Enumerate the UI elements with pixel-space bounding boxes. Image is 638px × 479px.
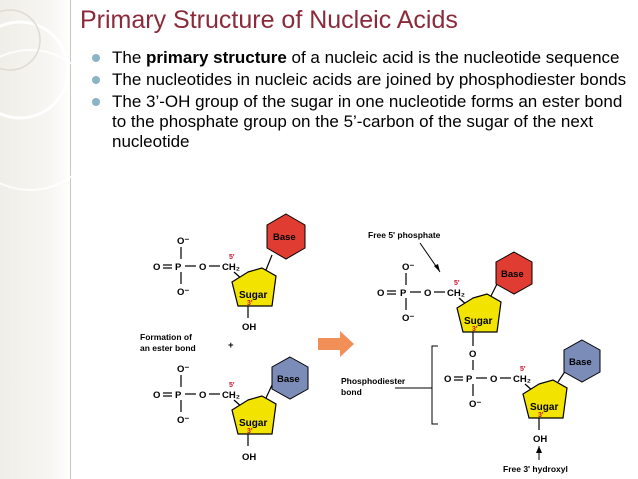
sugar-pentagon	[231, 267, 277, 307]
slide-title: Primary Structure of Nucleic Acids	[80, 6, 458, 34]
svg-text:O⁻: O⁻	[402, 313, 414, 324]
base-hexagon	[563, 339, 601, 383]
bullet-text: The nucleotides in nucleic acids are joi…	[112, 70, 627, 89]
base-hexagon	[271, 356, 309, 400]
free-3-hydroxyl-label: Free 3' hydroxyl	[503, 464, 568, 474]
svg-text:CH₂: CH₂	[222, 262, 240, 273]
svg-text:5': 5'	[454, 280, 460, 287]
svg-text:O: O	[469, 349, 476, 360]
svg-text:O: O	[199, 262, 206, 273]
formation-label: Formation of	[140, 332, 192, 342]
svg-text:O: O	[424, 288, 431, 299]
left-bottom-nucleotide: O⁻ O P O CH₂ 5' O⁻ Sugar 3' Base OH	[153, 356, 309, 463]
svg-text:O⁻: O⁻	[469, 399, 481, 410]
svg-text:Base: Base	[277, 374, 300, 385]
svg-text:O: O	[490, 374, 497, 385]
svg-text:OH: OH	[242, 322, 256, 333]
svg-text:O⁻: O⁻	[177, 287, 189, 298]
sugar-pentagon	[456, 293, 502, 333]
svg-text:CH₂: CH₂	[222, 390, 240, 401]
bullet-dot-icon	[92, 76, 100, 84]
decorative-panel	[0, 0, 72, 479]
svg-text:3': 3'	[472, 326, 478, 333]
svg-text:5': 5'	[229, 254, 235, 261]
formation-label: an ester bond	[140, 343, 196, 353]
svg-text:P: P	[175, 390, 182, 401]
right-bottom-nucleotide: O O P O CH₂ 5' O⁻ Sugar 3' Base OH	[444, 339, 601, 445]
svg-text:O: O	[153, 262, 160, 273]
sugar-pentagon	[522, 379, 568, 419]
svg-text:3': 3'	[247, 300, 253, 307]
svg-text:O: O	[153, 390, 160, 401]
svg-text:3': 3'	[247, 428, 253, 435]
left-top-nucleotide: O⁻ O P O CH₂ 5' O⁻ Sugar 3' Base OH	[153, 213, 306, 333]
svg-text:Sugar: Sugar	[464, 316, 492, 327]
svg-text:O: O	[444, 374, 451, 385]
svg-text:OH: OH	[533, 434, 547, 445]
bullet-text: The 3’-OH group of the sugar in one nucl…	[112, 92, 623, 151]
right-top-nucleotide: O⁻ O P O CH₂ 5' O⁻ Sugar 3' Base	[377, 251, 533, 346]
svg-text:O⁻: O⁻	[402, 262, 414, 273]
bullet-dot-icon	[92, 98, 100, 106]
bond-bracket	[431, 345, 438, 425]
phosphodiester-label: bond	[341, 387, 362, 397]
sugar-pentagon	[231, 395, 277, 435]
svg-text:O: O	[377, 288, 384, 299]
bullet-bold: primary structure	[146, 48, 287, 67]
bullet-text: of a nucleic acid is the nucleotide sequ…	[286, 48, 620, 67]
plus-sign: +	[228, 340, 234, 351]
svg-text:O: O	[199, 390, 206, 401]
bullet-dot-icon	[92, 54, 100, 62]
phosphodiester-label: Phosphodiester	[341, 376, 406, 386]
svg-text:3': 3'	[538, 412, 544, 419]
svg-text:Base: Base	[273, 232, 296, 243]
svg-text:Sugar: Sugar	[239, 418, 267, 429]
bullet-list: The primary structure of a nucleic acid …	[92, 48, 632, 154]
base-hexagon	[495, 251, 533, 295]
reaction-arrow-icon	[318, 331, 354, 357]
svg-text:Sugar: Sugar	[530, 402, 558, 413]
svg-text:5': 5'	[520, 366, 526, 373]
svg-text:OH: OH	[242, 452, 256, 463]
svg-text:Sugar: Sugar	[239, 290, 267, 301]
decorative-circles	[0, 9, 72, 191]
svg-text:Base: Base	[501, 269, 524, 280]
base-hexagon	[266, 213, 306, 260]
svg-text:CH₂: CH₂	[447, 288, 465, 299]
bullet-text: The	[112, 48, 147, 67]
svg-text:CH₂: CH₂	[513, 374, 531, 385]
svg-text:O⁻: O⁻	[177, 415, 189, 426]
svg-text:P: P	[466, 374, 473, 385]
svg-text:O⁻: O⁻	[177, 236, 189, 247]
svg-text:5': 5'	[229, 382, 235, 389]
svg-text:P: P	[175, 262, 182, 273]
free-5-phosphate-label: Free 5' phosphate	[368, 230, 441, 240]
svg-text:O⁻: O⁻	[177, 364, 189, 375]
bullet-item: The primary structure of a nucleic acid …	[92, 48, 632, 68]
bullet-item: The nucleotides in nucleic acids are joi…	[92, 70, 632, 90]
bullet-item: The 3’-OH group of the sugar in one nucl…	[92, 92, 632, 152]
decorative-divider	[70, 0, 71, 479]
svg-text:P: P	[400, 288, 407, 299]
svg-text:Base: Base	[569, 357, 592, 368]
